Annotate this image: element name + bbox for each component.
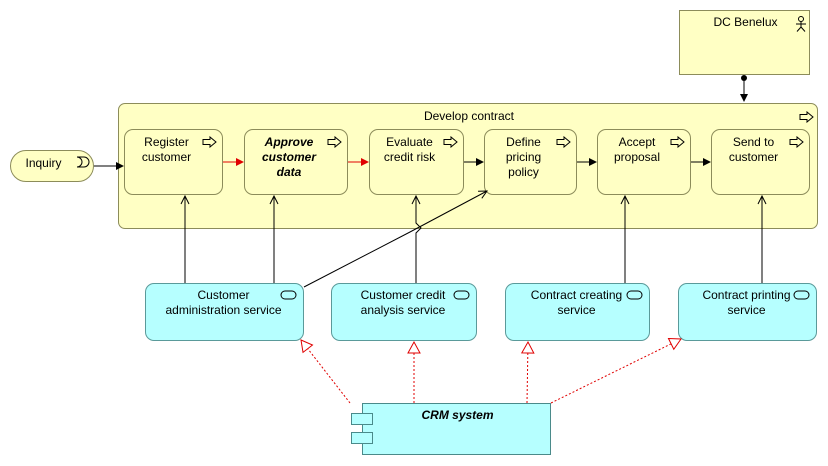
process-arrow-icon [202, 136, 217, 148]
serving-edge [416, 196, 422, 283]
process-container-develop-contract[interactable]: Develop contract [118, 103, 818, 229]
service-label: Contract printing service [702, 288, 791, 317]
service-customer-credit-analysis-service[interactable]: Customer credit analysis service [331, 283, 477, 341]
process-label: Send to customer [728, 135, 779, 164]
process-arrow-icon [556, 136, 571, 148]
process-label: Approve customer data [261, 135, 317, 179]
component-crm-system[interactable]: CRM system [362, 403, 551, 455]
process-label: Define pricing policy [505, 135, 542, 179]
service-icon [793, 290, 810, 300]
event-label: Inquiry [25, 156, 62, 170]
serving-edge [303, 191, 487, 288]
component-port-icon [351, 413, 373, 425]
realization-edge [300, 339, 351, 404]
realization-edge [550, 337, 682, 404]
actor-icon [796, 16, 806, 32]
component-port-icon [351, 432, 373, 444]
process-label: Register customer [141, 135, 192, 164]
process-approve-customer-data[interactable]: Approve customer data [244, 129, 348, 195]
process-arrow-icon [327, 136, 342, 148]
service-icon [280, 290, 297, 300]
service-contract-creating-service[interactable]: Contract creating service [505, 283, 650, 341]
container-label: Develop contract [423, 109, 515, 123]
service-icon [626, 290, 643, 300]
service-label: Customer administration service [165, 288, 282, 317]
process-label: Evaluate credit risk [383, 135, 436, 164]
component-label: CRM system [421, 408, 494, 422]
process-arrow-icon [799, 111, 814, 123]
realization-edge [520, 340, 535, 404]
event-icon [76, 156, 90, 168]
service-icon [453, 290, 470, 300]
process-send-to-customer[interactable]: Send to customer [711, 129, 810, 195]
actor-dc-benelux[interactable]: DC Benelux [679, 10, 810, 75]
process-arrow-icon [789, 136, 804, 148]
actor-label: DC Benelux [713, 15, 778, 29]
process-define-pricing-policy[interactable]: Define pricing policy [484, 129, 577, 195]
service-label: Customer credit analysis service [360, 288, 446, 317]
process-arrow-icon [443, 136, 458, 148]
event-inquiry[interactable]: Inquiry [10, 150, 94, 182]
assignment-source-dot [741, 75, 747, 81]
service-contract-printing-service[interactable]: Contract printing service [678, 283, 817, 341]
process-arrow-icon [670, 136, 685, 148]
service-customer-administration-service[interactable]: Customer administration service [145, 283, 304, 341]
process-label: Accept proposal [613, 135, 661, 164]
service-label: Contract creating service [530, 288, 623, 317]
